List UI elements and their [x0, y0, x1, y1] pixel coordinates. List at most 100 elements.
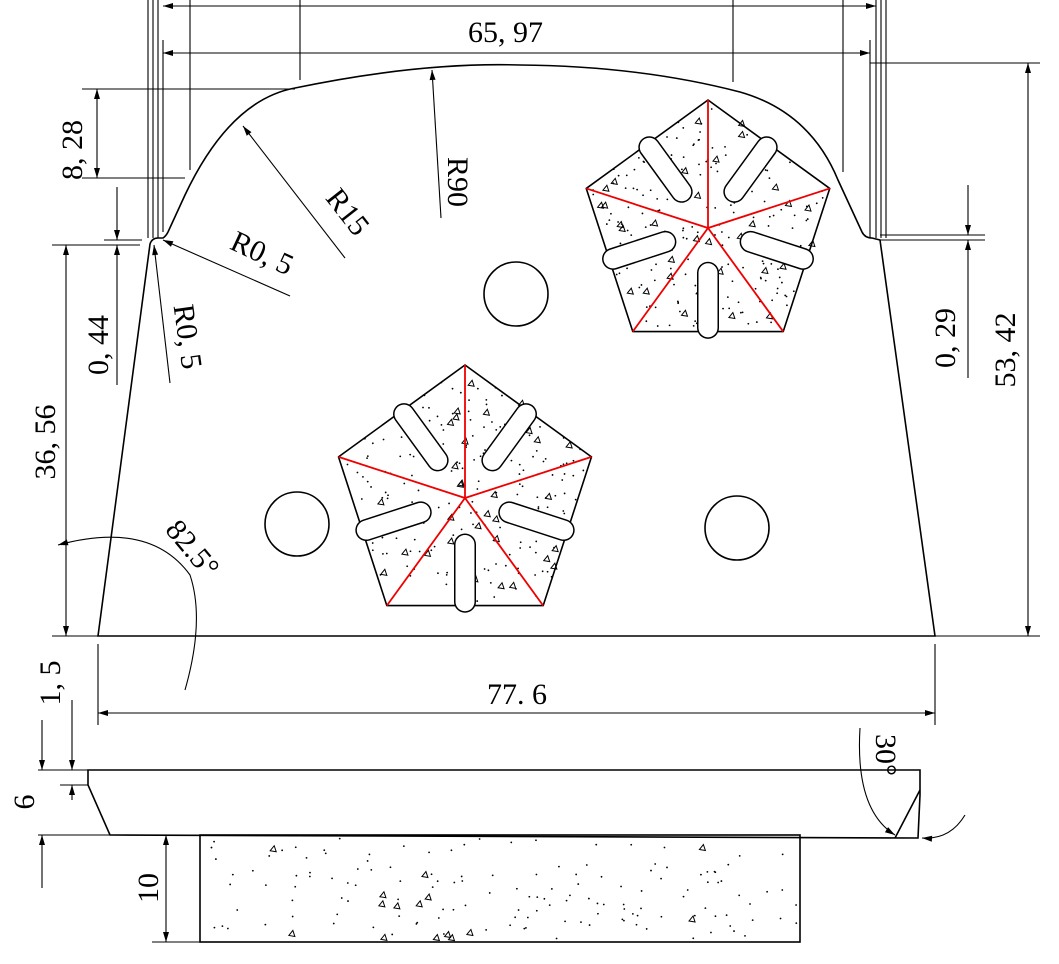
grit-mark — [401, 548, 409, 556]
grit-dot — [623, 919, 625, 922]
grit-dot — [668, 324, 671, 327]
grit-dot — [534, 574, 537, 576]
grit-dot — [518, 483, 521, 486]
grit-dot — [791, 227, 794, 230]
grit-dot — [764, 279, 767, 282]
grit-dot — [381, 536, 384, 539]
grit-dot — [682, 227, 685, 230]
grit-dot — [340, 897, 343, 899]
grit-dot — [630, 234, 633, 236]
grit-dot — [658, 209, 661, 212]
dim-radius-top: R90 — [441, 157, 474, 207]
grit-mark — [379, 890, 387, 899]
grit-dot — [694, 284, 697, 287]
grit-dot — [532, 455, 534, 458]
cooling-slot — [741, 232, 813, 269]
grit-dot — [645, 320, 648, 323]
grit-dot — [781, 853, 784, 856]
grit-dot — [395, 537, 398, 540]
grit-dot — [391, 933, 394, 936]
grit-dot — [682, 895, 685, 898]
dim-left-notch: 0, 44 — [82, 315, 115, 375]
grit-dot — [660, 915, 663, 918]
grit-dot — [693, 914, 696, 917]
grit-dot — [738, 854, 741, 857]
segment-split-line — [707, 187, 831, 229]
grit-dot — [700, 873, 702, 876]
grit-dot — [417, 489, 420, 492]
grit-dot — [442, 933, 445, 935]
grit-dot — [617, 174, 620, 177]
grit-dot — [226, 927, 229, 930]
grit-dot — [463, 843, 466, 846]
grit-mark — [779, 262, 787, 270]
grit-dot — [727, 863, 730, 866]
grit-dot — [450, 470, 453, 472]
grit-dot — [768, 177, 771, 180]
grit-dot — [645, 306, 648, 309]
grit-mark — [491, 514, 500, 523]
grit-dot — [445, 574, 448, 576]
grit-dot — [587, 897, 590, 900]
grit-dot — [516, 493, 519, 496]
grit-mark — [423, 549, 432, 557]
grit-dot — [705, 160, 708, 163]
mount-hole — [264, 491, 330, 557]
grit-mark — [737, 119, 746, 128]
grit-dot — [534, 551, 537, 554]
grit-dot — [491, 421, 493, 423]
grit-dot — [522, 469, 525, 472]
grit-mark — [680, 309, 689, 317]
grit-dot — [602, 903, 605, 906]
grit-dot — [464, 904, 467, 907]
grit-dot — [610, 212, 612, 215]
grit-dot — [625, 174, 628, 177]
diamond-segment-lower — [337, 364, 593, 613]
grit-dot — [456, 461, 459, 464]
grit-mark — [748, 219, 756, 228]
grit-dot — [213, 926, 216, 929]
grit-dot — [489, 581, 492, 584]
grit-dot — [721, 266, 723, 268]
grit-dot — [696, 231, 699, 234]
grit-dot — [346, 463, 349, 466]
grit-mark — [601, 184, 610, 192]
grit-dot — [714, 234, 716, 236]
grit-dot — [655, 263, 657, 266]
grit-dot — [442, 429, 445, 431]
grit-dot — [294, 885, 297, 888]
grit-dot — [471, 434, 474, 437]
grit-dot — [588, 924, 591, 926]
grit-dot — [523, 927, 526, 930]
grit-dot — [535, 540, 538, 543]
grit-dot — [510, 459, 513, 462]
grit-dot — [548, 904, 551, 907]
grit-dot — [400, 436, 403, 439]
grit-mark — [650, 218, 659, 227]
grit-dot — [495, 428, 498, 431]
grit-dot — [742, 266, 744, 269]
grit-dot — [666, 198, 669, 201]
grit-dot — [643, 161, 646, 163]
grit-dot — [692, 937, 695, 940]
grit-dot — [331, 877, 333, 880]
grit-dot — [562, 510, 565, 512]
dim-radius-small-2: R0, 5 — [167, 302, 209, 371]
grit-dot — [551, 474, 554, 476]
grit-dot — [650, 269, 653, 271]
grit-dot — [231, 873, 234, 876]
grit-dot — [542, 460, 545, 463]
grit-dot — [264, 923, 267, 926]
grit-dot — [663, 846, 666, 849]
dim-radius-small-1: R0, 5 — [226, 225, 299, 282]
grit-mark — [446, 418, 455, 427]
grit-dot — [699, 131, 701, 133]
grit-dot — [521, 485, 524, 488]
grit-mark — [451, 413, 460, 421]
grit-dot — [600, 875, 603, 878]
grit-dot — [309, 871, 311, 874]
grit-dot — [654, 306, 657, 309]
grit-dot — [772, 214, 775, 217]
grit-dot — [777, 268, 779, 271]
grit-dot — [469, 418, 472, 421]
